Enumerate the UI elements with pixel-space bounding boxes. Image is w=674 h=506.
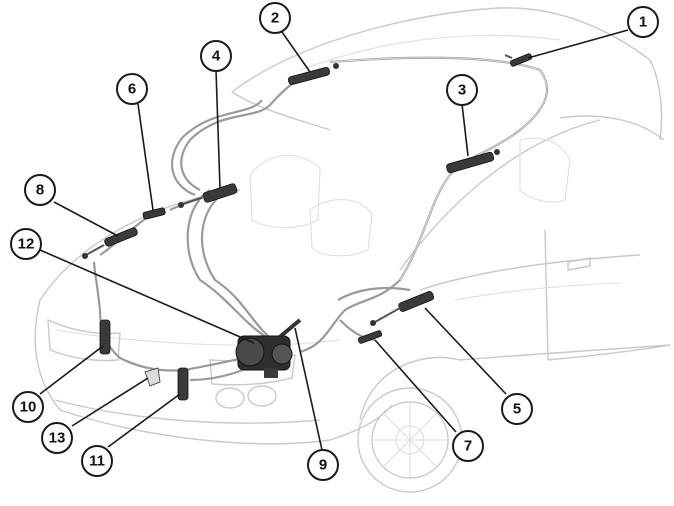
component-11-lock bbox=[177, 367, 189, 401]
callout-12-label: 12 bbox=[18, 236, 35, 253]
component-12-hydraulic-pump bbox=[235, 335, 293, 378]
callout-10: 10 bbox=[12, 391, 44, 423]
callout-1-label: 1 bbox=[639, 14, 647, 31]
callout-5-label: 5 bbox=[513, 401, 521, 418]
callout-5: 5 bbox=[501, 393, 533, 425]
leader-lines bbox=[39, 29, 629, 451]
callout-3-label: 3 bbox=[458, 82, 466, 99]
component-4-cylinder bbox=[178, 183, 238, 208]
callout-4-label: 4 bbox=[212, 48, 221, 65]
callout-2: 2 bbox=[259, 2, 291, 34]
callout-9: 9 bbox=[307, 449, 339, 481]
component-5-cylinder bbox=[370, 291, 435, 326]
component-2-cylinder bbox=[287, 63, 339, 86]
callout-3: 3 bbox=[446, 74, 478, 106]
callout-10-label: 10 bbox=[20, 399, 37, 416]
component-8-cylinder bbox=[82, 227, 138, 259]
callout-1: 1 bbox=[627, 6, 659, 38]
hydraulic-lines bbox=[92, 56, 549, 382]
callout-6: 6 bbox=[116, 73, 148, 105]
component-10-lock bbox=[99, 319, 111, 355]
component-1-cylinder bbox=[504, 53, 533, 67]
car-body-outline bbox=[34, 7, 671, 493]
component-13-bracket bbox=[144, 367, 161, 387]
callout-13-label: 13 bbox=[49, 430, 66, 447]
component-7-cylinder bbox=[357, 330, 383, 344]
callout-7-label: 7 bbox=[464, 438, 472, 455]
callout-9-label: 9 bbox=[319, 457, 327, 474]
callout-7: 7 bbox=[452, 430, 484, 462]
component-3-cylinder bbox=[446, 149, 500, 174]
callout-8: 8 bbox=[24, 174, 56, 206]
callout-11: 11 bbox=[81, 445, 113, 477]
component-6-sensor bbox=[142, 207, 166, 220]
callout-13: 13 bbox=[41, 422, 73, 454]
callout-11-label: 11 bbox=[89, 453, 105, 470]
callout-8-label: 8 bbox=[36, 182, 44, 199]
callout-2-label: 2 bbox=[271, 10, 279, 27]
callout-12: 12 bbox=[10, 228, 42, 260]
callout-6-label: 6 bbox=[128, 81, 136, 98]
callout-4: 4 bbox=[200, 40, 232, 72]
